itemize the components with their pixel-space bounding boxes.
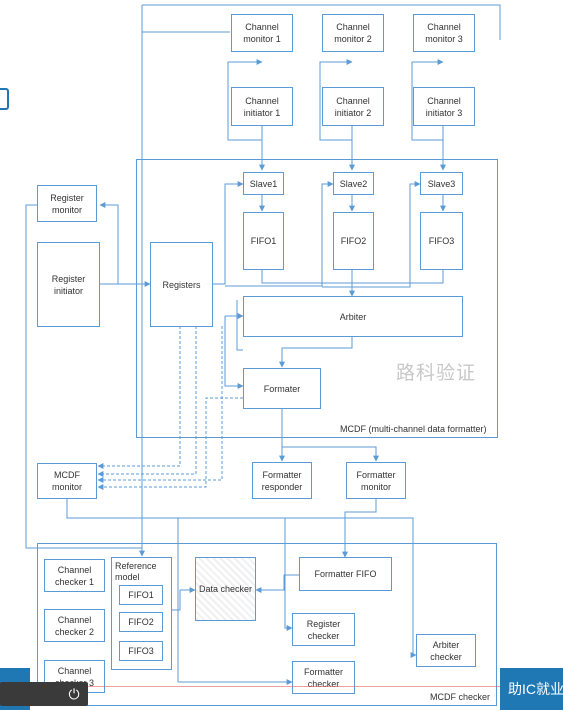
top-bus-line [142, 4, 501, 40]
fifo1: FIFO1 [243, 212, 284, 270]
wire-ffifo-datachk [255, 574, 299, 593]
register-monitor: Register monitor [37, 185, 97, 222]
checker-caption: MCDF checker [430, 692, 491, 702]
checker-container [37, 543, 497, 706]
wire-regtap-monitor [99, 202, 119, 284]
channel-initiator-2: Channel initiator 2 [322, 87, 384, 126]
fifo2: FIFO2 [333, 212, 374, 270]
wire-reg-slave2 [225, 181, 334, 287]
reference-model-label: Reference model [115, 561, 157, 582]
fifo3: FIFO3 [420, 212, 463, 270]
wire-fifo3-arbiter [352, 270, 444, 284]
channel-monitor-2: Channel monitor 2 [322, 14, 384, 52]
wire-fmon-ffifo [342, 498, 377, 558]
media-control-bar[interactable] [0, 682, 88, 706]
arbiter-checker: Arbiter checker [416, 634, 476, 667]
wire-mcdfmon-bus [66, 499, 417, 658]
red-guide-line [0, 686, 563, 687]
top-bus [141, 5, 230, 33]
ref-fifo3: FIFO3 [119, 641, 163, 661]
mcdf-monitor: MCDF monitor [37, 463, 97, 499]
channel-initiator-3: Channel initiator 3 [413, 87, 475, 126]
dashed-arb-mon [97, 326, 223, 483]
channel-checker-1: Channel checker 1 [44, 559, 105, 592]
bracket-icon [0, 88, 9, 110]
channel-monitor-1: Channel monitor 1 [231, 14, 293, 52]
channel-monitor-3: Channel monitor 3 [413, 14, 475, 52]
dashed-reg-mon2 [97, 326, 197, 477]
arbiter: Arbiter [243, 296, 463, 337]
formatter-checker: Formatter checker [292, 661, 355, 694]
slave1: Slave1 [243, 172, 284, 195]
wire-tap-mon1 [227, 59, 263, 141]
wire-left-bus [25, 204, 142, 549]
slave2: Slave2 [333, 172, 374, 195]
reference-model-box [111, 557, 172, 670]
wire-reg-slave3 [322, 181, 421, 288]
slave3: Slave3 [420, 172, 463, 195]
mcdf-caption: MCDF (multi-channel data formatter) [340, 424, 487, 434]
wire-tap-mon3 [411, 59, 444, 141]
register-initiator: Register initiator [37, 242, 100, 327]
power-icon[interactable]: ⏻ [68, 685, 80, 702]
wire-ref-datachk [172, 587, 196, 611]
footer-banner-text: 助IC就业 [500, 668, 563, 710]
wire-tap-mon2 [319, 59, 353, 141]
wire-arbiter-formater [279, 337, 353, 368]
registers: Registers [150, 242, 213, 327]
wire-arbiter-fifo-status [236, 300, 243, 351]
channel-initiator-1: Channel initiator 1 [231, 87, 293, 126]
wire-reg-formater [224, 316, 244, 389]
wire-reg-slave1 [213, 181, 244, 285]
watermark: 路科验证 [396, 363, 477, 384]
wire-formater-mon [282, 446, 379, 462]
dashed-reg-mon1 [97, 326, 181, 469]
channel-checker-2: Channel checker 2 [44, 609, 105, 642]
ref-fifo2: FIFO2 [119, 612, 163, 632]
ref-fifo1: FIFO1 [119, 585, 163, 605]
formater: Formater [243, 368, 321, 409]
formatter-responder: Formatter responder [252, 462, 312, 499]
wire-bus-regchk2 [284, 518, 293, 631]
dashed-fmt-mon [97, 397, 243, 490]
formatter-fifo: Formatter FIFO [299, 557, 392, 591]
data-checker: Data checker [195, 557, 256, 621]
mcdf-container [136, 159, 498, 438]
register-checker: Register checker [292, 613, 355, 646]
formatter-monitor: Formatter monitor [346, 462, 406, 499]
